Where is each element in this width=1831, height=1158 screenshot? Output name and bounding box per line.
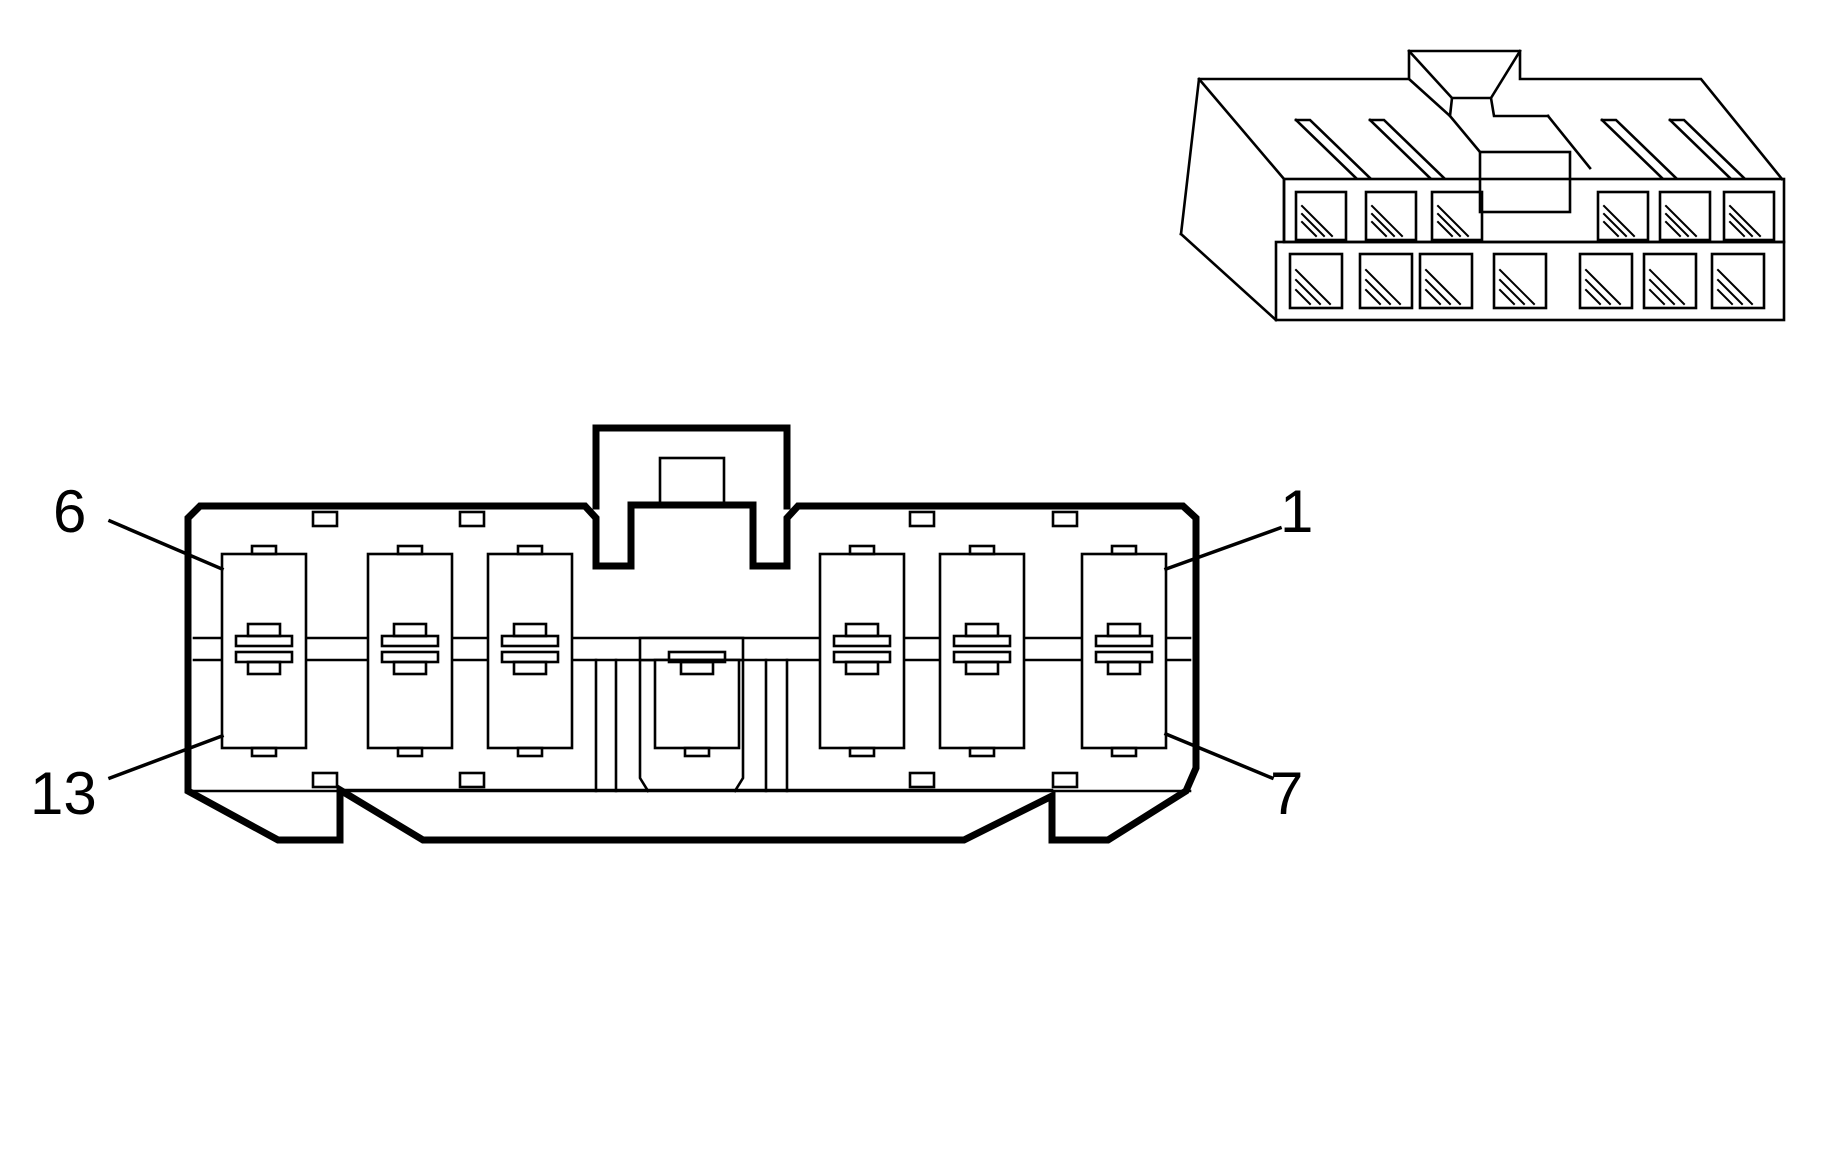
cavity-pin-1-7 (1080, 544, 1168, 758)
iso-front-face-bottom (1274, 240, 1786, 322)
cavity-pin-5-12 (366, 544, 454, 758)
cavity-center (653, 650, 741, 758)
iso-terminal-hatching (1294, 204, 1762, 306)
iso-latch (1407, 49, 1592, 214)
latch-frame (592, 424, 791, 510)
iso-left-body (1197, 77, 1286, 244)
center-dividers (594, 636, 789, 793)
iso-left-face (1179, 232, 1278, 322)
leader-pin-1 (1163, 525, 1283, 572)
leader-pin-7 (1163, 731, 1275, 781)
cavity-pin-2-8 (938, 544, 1026, 758)
leader-pin-6 (107, 518, 225, 572)
pin-label-6: 6 (53, 478, 86, 545)
connector-face-view: 6 1 13 7 (30, 424, 1313, 844)
pin-label-7: 7 (1270, 760, 1303, 827)
latch-window (658, 456, 726, 508)
leader-pin-13 (107, 733, 225, 781)
cavity-pin-4-11 (486, 544, 574, 758)
pin-cavities (220, 544, 1168, 758)
iso-top-edge (1179, 49, 1784, 236)
housing-notches (311, 510, 1079, 789)
cavity-pin-6-13 (220, 544, 308, 758)
pin-label-1: 1 (1280, 478, 1313, 545)
cavity-pin-3-9 (818, 544, 906, 758)
connector-isometric-view (1179, 49, 1786, 322)
housing-outline (184, 501, 1200, 844)
pin-label-13: 13 (30, 760, 97, 827)
iso-cavities-top (1294, 190, 1776, 242)
iso-top-slots (1294, 118, 1746, 180)
iso-cavities-bottom (1288, 252, 1766, 310)
leader-lines (107, 518, 1283, 781)
